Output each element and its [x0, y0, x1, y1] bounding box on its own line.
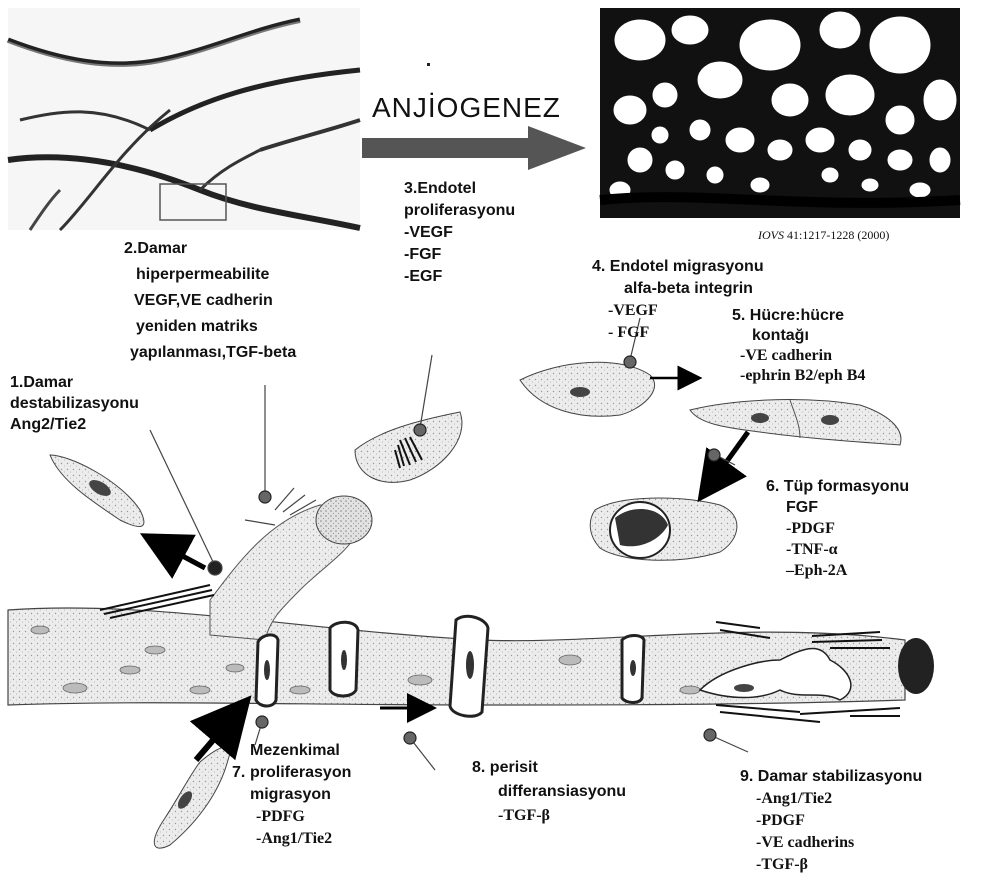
step-line: 3.Endotel: [404, 178, 515, 200]
step-line: 9. Damar stabilizasyonu: [740, 766, 922, 788]
step-line: yapılanması,TGF-beta: [124, 340, 296, 366]
step-3-label: 3.Endotel proliferasyonu -VEGF -FGF -EGF: [404, 178, 515, 288]
cell-mesenchymal: [154, 747, 229, 848]
diagram-title: ANJİOGENEZ: [372, 92, 561, 124]
step-line: 6. Tüp formasyonu: [766, 476, 909, 497]
cell-destabilized: [50, 455, 144, 527]
step-line: FGF: [766, 497, 909, 518]
step-number: 7.: [232, 762, 245, 784]
step-line: -VE cadherins: [740, 832, 922, 854]
step-line: 2.Damar: [124, 236, 296, 262]
step-line: destabilizasyonu: [10, 393, 139, 414]
photo-label: a: [742, 78, 751, 99]
step-line: -TGF-β: [472, 804, 626, 828]
step-line: -ephrin B2/eph B4: [732, 366, 865, 386]
step-line: VEGF,VE cadherin: [124, 288, 296, 314]
step-line: -TNF-α: [766, 539, 909, 560]
step-line: -PDGF: [766, 518, 909, 539]
step-6-label: 6. Tüp formasyonu FGF -PDGF -TNF-α –Eph-…: [766, 476, 909, 581]
cell-contact: [690, 400, 901, 445]
step-line: -VE cadherin: [732, 346, 865, 366]
step-line: -TGF-β: [740, 854, 922, 876]
step-line: 1.Damar: [10, 372, 139, 393]
citation: IOVS 41:1217-1228 (2000): [758, 228, 889, 243]
step-1-label: 1.Damar destabilizasyonu Ang2/Tie2: [10, 372, 139, 435]
step-9-label: 9. Damar stabilizasyonu -Ang1/Tie2 -PDGF…: [740, 766, 922, 876]
step-line: Ang2/Tie2: [10, 414, 139, 435]
step-line: alfa-beta integrin: [592, 278, 764, 300]
step-line: differansiasyonu: [472, 780, 626, 804]
step-line: -EGF: [404, 266, 515, 288]
step-line: -PDFG: [232, 806, 351, 828]
citation-ref: 41:1217-1228 (2000): [787, 228, 889, 242]
step-line: -Ang1/Tie2: [740, 788, 922, 810]
step-line: -FGF: [404, 244, 515, 266]
step-line: hiperpermeabilite: [124, 262, 296, 288]
cell-migrating: [520, 362, 655, 416]
step-line: 8. perisit: [472, 756, 626, 780]
step-line: proliferasyon: [232, 762, 351, 784]
step-line: migrasyon: [232, 784, 351, 806]
step-line: proliferasyonu: [404, 200, 515, 222]
step-line: -VEGF: [404, 222, 515, 244]
step-line: 5. Hücre:hücre: [732, 306, 865, 326]
step-8-label: 8. perisit differansiasyonu -TGF-β: [472, 756, 626, 828]
citation-journal: IOVS: [758, 228, 784, 242]
step-line: kontağı: [732, 326, 865, 346]
step-line: yeniden matriks: [124, 314, 296, 340]
step-line: Mezenkimal: [232, 740, 351, 762]
step-line: –Eph-2A: [766, 560, 909, 581]
step-line: -PDGF: [740, 810, 922, 832]
vessel-micrograph-left: [8, 8, 360, 230]
step-7-label: 7. Mezenkimal proliferasyon migrasyon -P…: [232, 740, 351, 850]
step-5-label: 5. Hücre:hücre kontağı -VE cadherin -eph…: [732, 306, 865, 386]
step-line: -Ang1/Tie2: [232, 828, 351, 850]
angiogenesis-micrograph-right: [600, 8, 960, 218]
step-2-label: 2.Damar hiperpermeabilite VEGF,VE cadher…: [124, 236, 296, 366]
cell-proliferating: [355, 412, 462, 482]
step-line: 4. Endotel migrasyonu: [592, 256, 764, 278]
cell-tube: [590, 498, 737, 560]
